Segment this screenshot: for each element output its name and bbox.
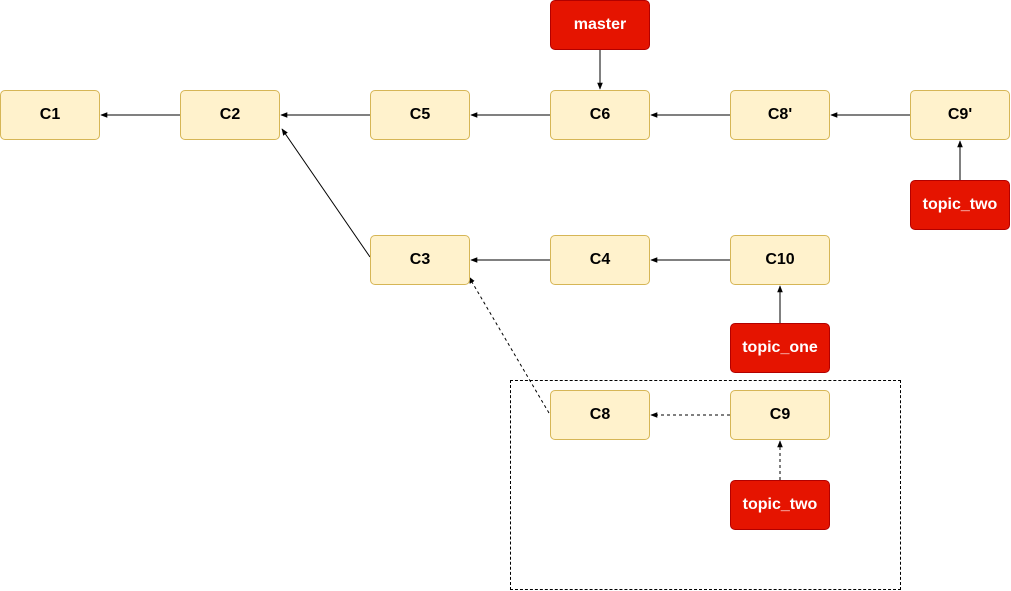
old-commits-frame <box>510 380 901 590</box>
commit-c6[interactable]: C6 <box>550 90 650 140</box>
edge-c8-c3 <box>468 276 550 414</box>
branch-master[interactable]: master <box>550 0 650 50</box>
branch-topic-one[interactable]: topic_one <box>730 323 830 373</box>
commit-c1[interactable]: C1 <box>0 90 100 140</box>
branch-topic-two[interactable]: topic_two <box>910 180 1010 230</box>
commit-c8[interactable]: C8 <box>550 390 650 440</box>
edge-c3-c2 <box>281 128 371 258</box>
commit-c10[interactable]: C10 <box>730 235 830 285</box>
commit-c4[interactable]: C4 <box>550 235 650 285</box>
commit-c2[interactable]: C2 <box>180 90 280 140</box>
branch-topic-two-old[interactable]: topic_two <box>730 480 830 530</box>
commit-c9-prime[interactable]: C9' <box>910 90 1010 140</box>
commit-c3[interactable]: C3 <box>370 235 470 285</box>
commit-c8-prime[interactable]: C8' <box>730 90 830 140</box>
commit-c5[interactable]: C5 <box>370 90 470 140</box>
commit-c9[interactable]: C9 <box>730 390 830 440</box>
